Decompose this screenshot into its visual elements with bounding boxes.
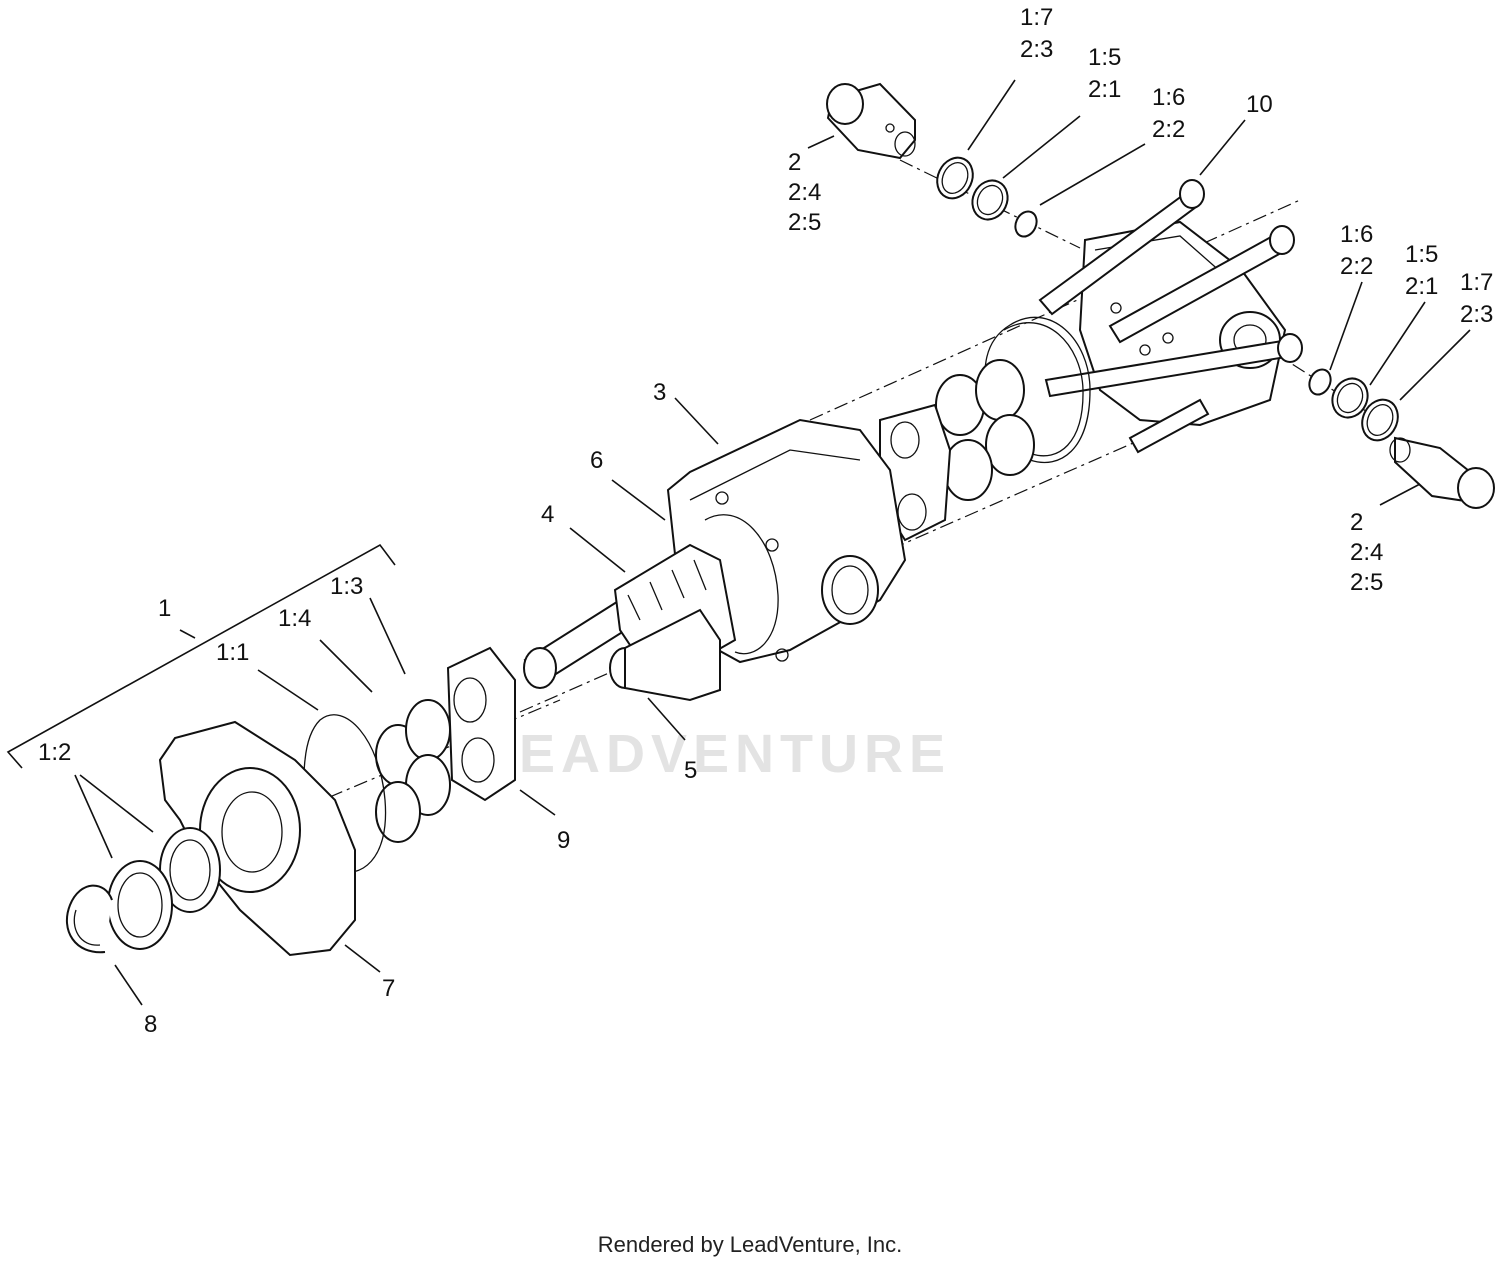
callout-seal-1-1: 1:1 (216, 639, 249, 666)
callout-front-cover: 7 (382, 975, 395, 1002)
svg-text:1:7: 1:7 (1460, 269, 1493, 296)
svg-text:1:6: 1:6 (1152, 84, 1185, 111)
callout-bolts: 10 (1246, 91, 1273, 118)
callout-top-ring-mid: 1:5 2:1 (1088, 44, 1121, 103)
leader-lines (74, 79, 1471, 1006)
svg-text:1:5: 1:5 (1405, 241, 1438, 268)
svg-text:2:2: 2:2 (1340, 253, 1373, 280)
callout-right-ring-inner: 1:6 2:2 (1340, 221, 1373, 280)
svg-text:2: 2 (1350, 509, 1363, 536)
svg-text:2:2: 2:2 (1152, 116, 1185, 143)
housing-bolts (1038, 179, 1303, 454)
idler-gear (609, 608, 721, 702)
callout-idler-gear: 5 (684, 757, 697, 784)
svg-text:2:4: 2:4 (1350, 539, 1383, 566)
footer-credit: Rendered by LeadVenture, Inc. (597, 1232, 903, 1257)
callout-top-plug: 2 2:4 2:5 (788, 149, 821, 236)
front-bearing-block (446, 646, 516, 802)
callout-ring-1-3: 1:3 (330, 573, 363, 600)
retaining-ring (65, 884, 113, 954)
svg-text:2:1: 2:1 (1088, 76, 1121, 103)
front-seal-and-plates (303, 699, 451, 874)
callout-gear-housing: 3 (653, 379, 666, 406)
svg-text:1:5: 1:5 (1088, 44, 1121, 71)
right-plug-assembly (1389, 436, 1495, 509)
kit-bracket (6, 543, 396, 769)
svg-text:1:7: 1:7 (1020, 4, 1053, 31)
right-o-rings (1308, 368, 1399, 442)
svg-text:2:1: 2:1 (1405, 273, 1438, 300)
svg-text:2:3: 2:3 (1020, 36, 1053, 63)
callout-top-ring-outer: 1:7 2:3 (1020, 4, 1053, 63)
callout-shaft-seal: 1:2 (38, 739, 71, 766)
callout-retaining-ring: 8 (144, 1011, 157, 1038)
callout-ring-1-4: 1:4 (278, 605, 311, 632)
callout-kit: 1 (158, 595, 171, 622)
svg-text:2:4: 2:4 (788, 179, 821, 206)
svg-text:1:6: 1:6 (1340, 221, 1373, 248)
top-plug-assembly (826, 82, 916, 160)
callout-right-ring-outer: 1:7 2:3 (1460, 269, 1493, 328)
callout-dowel: 6 (590, 447, 603, 474)
callout-top-ring-inner: 1:6 2:2 (1152, 84, 1185, 143)
watermark-text: LEADVENTURE (480, 724, 951, 784)
top-o-rings (936, 156, 1038, 238)
svg-text:2:5: 2:5 (788, 209, 821, 236)
shaft-seals (107, 827, 221, 950)
svg-text:2: 2 (788, 149, 801, 176)
callout-bearing-block: 9 (557, 827, 570, 854)
svg-text:2:5: 2:5 (1350, 569, 1383, 596)
callout-right-plug: 2 2:4 2:5 (1350, 509, 1383, 596)
svg-text:2:3: 2:3 (1460, 301, 1493, 328)
callout-right-ring-mid: 1:5 2:1 (1405, 241, 1438, 300)
callout-drive-gear: 4 (541, 501, 554, 528)
front-cover (158, 720, 356, 957)
